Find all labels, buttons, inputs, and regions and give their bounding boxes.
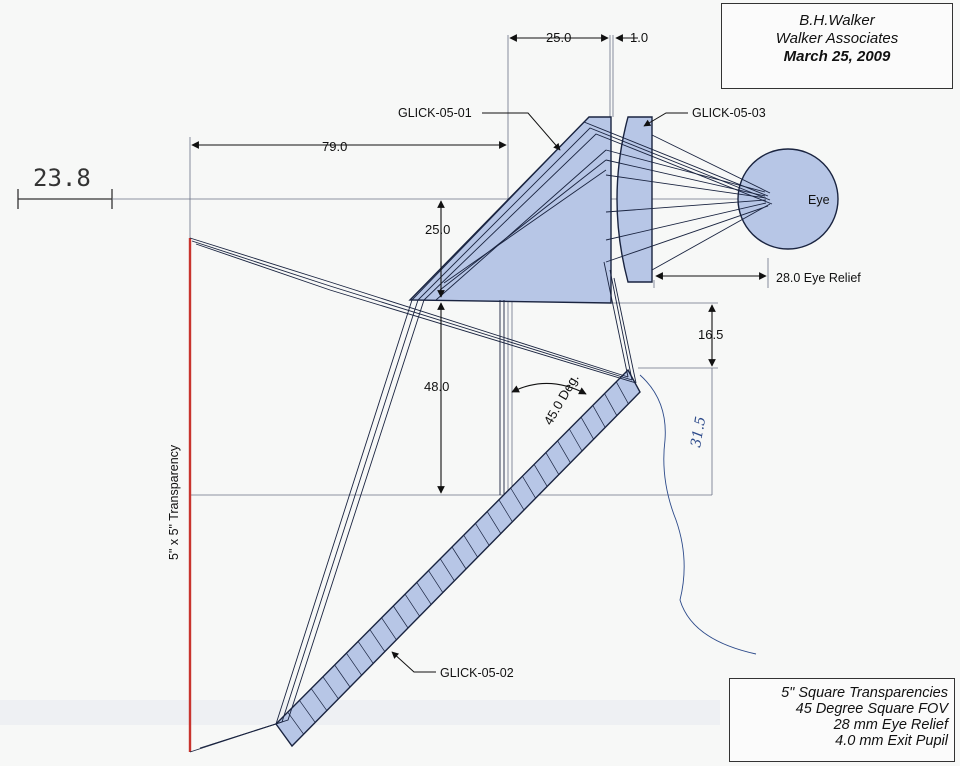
scale-bar — [17, 189, 113, 209]
handwritten-line — [639, 374, 757, 655]
scale-label: 23.8 — [33, 164, 91, 192]
dimension-arrows — [191, 34, 767, 494]
lens-glick-05-03 — [616, 116, 653, 283]
eye-relief-label: 28.0 Eye Relief — [776, 271, 861, 285]
dim-1: 1.0 — [630, 30, 648, 45]
dim-25-top: 25.0 — [546, 30, 571, 45]
part-label-mirror: GLICK-05-02 — [440, 666, 514, 680]
mirror-glick-05-02 — [275, 368, 641, 748]
dim-48: 48.0 — [424, 379, 449, 394]
spec-line: 28 mm Eye Relief — [833, 717, 948, 733]
company: Walker Associates — [775, 30, 899, 47]
eye-circle — [737, 148, 839, 250]
title-block: B.H.Walker Walker Associates March 25, 2… — [721, 3, 953, 89]
part-label-prism: GLICK-05-01 — [398, 106, 472, 120]
date: March 25, 2009 — [783, 48, 891, 65]
dim-16-5: 16.5 — [698, 327, 723, 342]
scan-band — [0, 700, 720, 725]
dim-angle: 45.0 Deg. — [541, 371, 582, 427]
author: B.H.Walker — [799, 12, 875, 29]
transparency-label: 5" x 5" Transparency — [167, 444, 181, 560]
spec-line: 45 Degree Square FOV — [795, 701, 948, 717]
spec-block: 5" Square Transparencies 45 Degree Squar… — [729, 678, 955, 762]
eye-label: Eye — [808, 193, 830, 207]
handwritten-note: 31.5 — [688, 415, 709, 449]
spec-line: 4.0 mm Exit Pupil — [835, 733, 948, 749]
dim-25-left: 25.0 — [425, 222, 450, 237]
ray-bundle — [189, 121, 773, 753]
part-label-lens: GLICK-05-03 — [692, 106, 766, 120]
dim-79: 79.0 — [322, 139, 347, 154]
spec-line: 5" Square Transparencies — [781, 685, 948, 701]
leader-lines — [391, 112, 688, 673]
